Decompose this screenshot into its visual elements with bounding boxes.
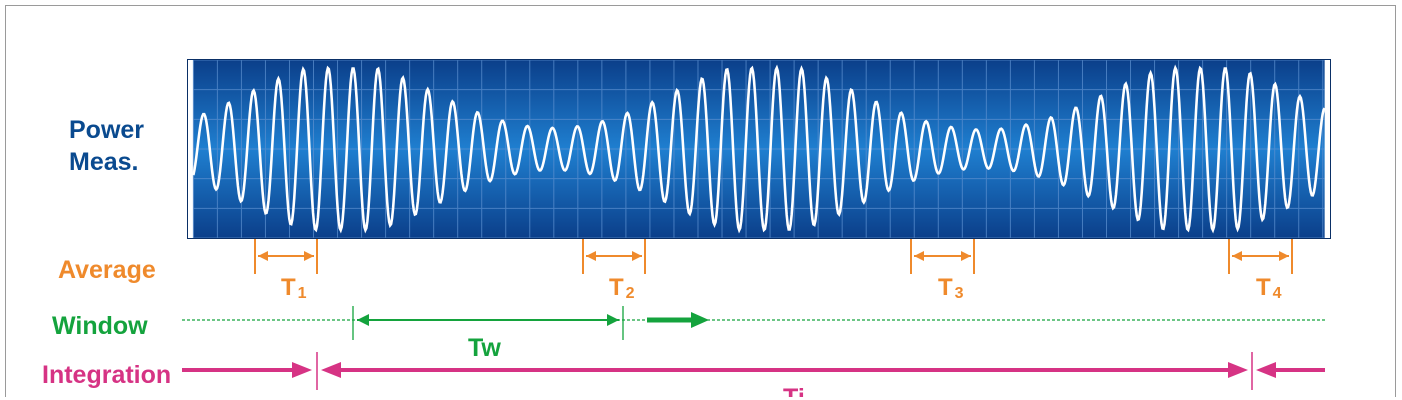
integration-timeline (182, 352, 1325, 390)
power-meas-label-line2: Meas. (69, 148, 139, 176)
average-bracket-t2 (582, 239, 646, 274)
window-label: Window (52, 312, 148, 340)
diagram-frame: Power Meas. Average Window Integration T… (5, 5, 1396, 397)
scope-grid (192, 60, 1325, 238)
average-bracket-t3 (910, 239, 975, 274)
window-period-label: Tw (468, 334, 501, 362)
power-meas-label-line1: Power (69, 116, 145, 144)
window-timeline (182, 306, 1325, 340)
oscilloscope-display (187, 59, 1331, 239)
power-waveform (192, 64, 1326, 234)
average-bracket-t1 (254, 239, 318, 274)
integration-period-label: Ti (783, 384, 805, 397)
integration-label: Integration (42, 361, 172, 389)
timing-annotations (182, 239, 1325, 390)
average-label: Average (58, 256, 156, 284)
average-bracket-t4 (1228, 239, 1293, 274)
